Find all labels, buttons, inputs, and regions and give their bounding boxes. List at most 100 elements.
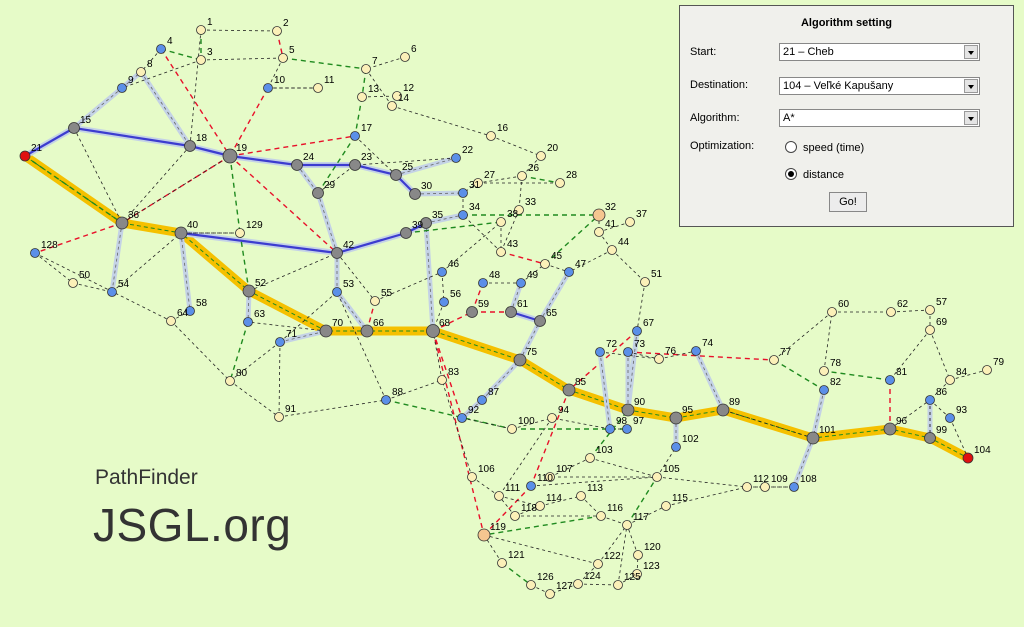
node-16[interactable] [486,131,496,141]
node-122[interactable] [593,559,603,569]
node-2[interactable] [272,26,282,36]
node-97[interactable] [622,424,632,434]
node-65[interactable] [534,315,546,327]
node-104[interactable] [962,452,974,464]
node-115[interactable] [661,501,671,511]
node-26[interactable] [517,171,527,181]
node-128[interactable] [30,248,40,258]
node-49[interactable] [516,278,526,288]
node-103[interactable] [585,453,595,463]
node-10[interactable] [263,83,273,93]
node-70[interactable] [319,324,333,338]
node-77[interactable] [769,355,779,365]
node-17[interactable] [350,131,360,141]
node-105[interactable] [652,472,662,482]
node-64[interactable] [166,316,176,326]
node-82[interactable] [819,385,829,395]
node-18[interactable] [184,140,196,152]
node-3[interactable] [196,55,206,65]
node-30[interactable] [409,188,421,200]
node-37[interactable] [625,217,635,227]
node-98[interactable] [605,424,615,434]
node-74[interactable] [691,346,701,356]
node-46[interactable] [437,267,447,277]
node-15[interactable] [68,122,80,134]
node-123[interactable] [632,569,642,579]
node-53[interactable] [332,287,342,297]
node-114[interactable] [535,501,545,511]
node-119[interactable] [477,528,491,542]
destination-select[interactable]: 104 – Veľké Kapušany [779,77,980,95]
node-76[interactable] [654,354,664,364]
node-87[interactable] [477,395,487,405]
option-distance[interactable]: distance [785,168,844,181]
node-42[interactable] [331,247,343,259]
algorithm-select[interactable]: A* [779,109,980,127]
node-90[interactable] [621,403,635,417]
node-63[interactable] [243,317,253,327]
node-101[interactable] [806,431,820,445]
node-117[interactable] [622,520,632,530]
node-67[interactable] [632,326,642,336]
node-19[interactable] [222,148,238,164]
node-35[interactable] [420,217,432,229]
node-9[interactable] [117,83,127,93]
node-120[interactable] [633,550,643,560]
node-55[interactable] [370,296,380,306]
node-40[interactable] [174,226,188,240]
node-116[interactable] [596,511,606,521]
radio-distance[interactable] [785,168,797,180]
node-5[interactable] [278,53,288,63]
node-32[interactable] [592,208,606,222]
node-91[interactable] [274,412,284,422]
node-1[interactable] [196,25,206,35]
node-75[interactable] [513,353,527,367]
node-58[interactable] [185,306,195,316]
node-107[interactable] [545,472,555,482]
node-21[interactable] [19,150,31,162]
node-47[interactable] [564,267,574,277]
node-124[interactable] [573,579,583,589]
node-57[interactable] [925,305,935,315]
node-73[interactable] [623,347,633,357]
node-93[interactable] [945,413,955,423]
node-100[interactable] [507,424,517,434]
node-6[interactable] [400,52,410,62]
node-112[interactable] [742,482,752,492]
node-23[interactable] [349,159,361,171]
node-99[interactable] [924,432,936,444]
node-22[interactable] [451,153,461,163]
node-38[interactable] [496,217,506,227]
chevron-down-icon[interactable] [964,45,978,59]
node-121[interactable] [497,558,507,568]
node-39[interactable] [400,227,412,239]
go-button[interactable]: Go! [829,192,867,212]
node-92[interactable] [457,413,467,423]
node-111[interactable] [494,491,504,501]
node-72[interactable] [595,347,605,357]
node-126[interactable] [526,580,536,590]
node-13[interactable] [357,92,367,102]
node-113[interactable] [576,491,586,501]
node-79[interactable] [982,365,992,375]
node-12[interactable] [392,91,402,101]
option-speed[interactable]: speed (time) [785,141,864,154]
node-54[interactable] [107,287,117,297]
node-86[interactable] [925,395,935,405]
node-8[interactable] [136,67,146,77]
radio-speed[interactable] [785,141,797,153]
node-14[interactable] [387,101,397,111]
node-69[interactable] [925,325,935,335]
start-select[interactable]: 21 – Cheb [779,43,980,61]
node-129[interactable] [235,228,245,238]
node-88[interactable] [381,395,391,405]
node-102[interactable] [671,442,681,452]
node-94[interactable] [547,413,557,423]
node-108[interactable] [789,482,799,492]
node-28[interactable] [555,178,565,188]
node-127[interactable] [545,589,555,599]
node-106[interactable] [467,472,477,482]
node-110[interactable] [526,481,536,491]
node-44[interactable] [607,245,617,255]
